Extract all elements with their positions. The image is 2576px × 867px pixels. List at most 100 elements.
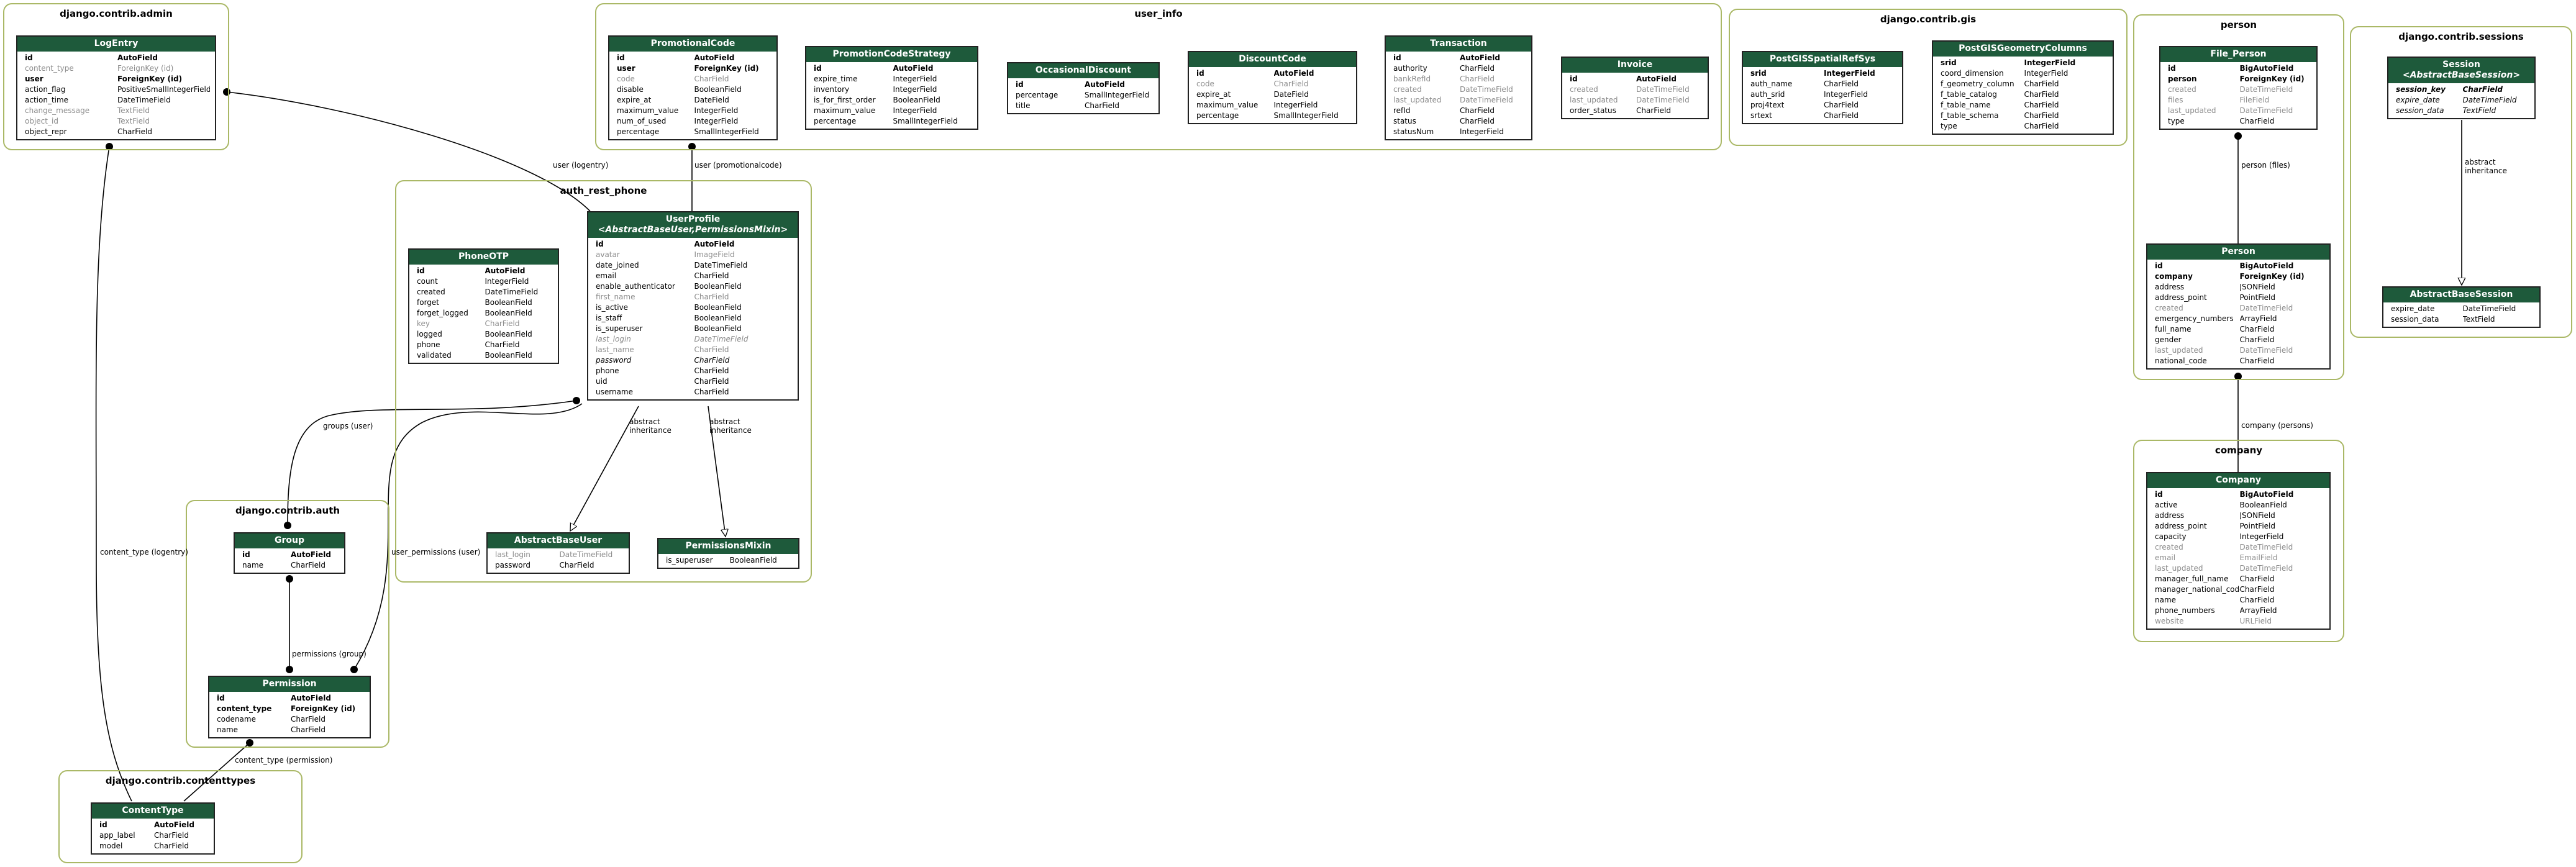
field-type: CharField <box>2024 122 2059 130</box>
field-name: company <box>2155 272 2193 281</box>
field-type: CharField <box>694 345 729 354</box>
field-name: password <box>596 356 632 365</box>
cluster-user-info: user_info <box>595 3 1722 150</box>
field-type: IntegerField <box>2024 69 2069 78</box>
field-type: CharField <box>2024 111 2059 120</box>
cluster-contenttypes-title: django.contrib.contenttypes <box>105 775 256 786</box>
field-type: IntegerField <box>694 106 739 115</box>
edge-content-type-permission-dot <box>246 739 253 747</box>
model-title: PromotionCodeStrategy <box>832 49 951 59</box>
field-name: refId <box>1393 106 1411 115</box>
field-name: srtext <box>1750 111 1772 120</box>
field-type: DateTimeField <box>1460 85 1513 94</box>
model-header: Permission <box>209 677 370 692</box>
field-name: maximum_value <box>617 106 679 115</box>
field-name: proj4text <box>1750 101 1785 109</box>
field-name: object_id <box>25 117 58 125</box>
edge-content-type-logentry-dot <box>106 143 113 150</box>
model-header: PromotionalCode <box>609 37 776 52</box>
field-row: first_name CharField <box>588 292 798 302</box>
field-type: AutoField <box>1085 80 1125 89</box>
field-name: f_table_catalog <box>1941 90 1997 99</box>
field-type: DateTimeField <box>2462 96 2517 104</box>
model-subtitle: <AbstractBaseSession> <box>2402 70 2521 80</box>
field-type: BooleanField <box>485 298 532 307</box>
field-type: DateTimeField <box>1636 96 1690 104</box>
field-name: key <box>417 319 430 328</box>
field-name: is_staff <box>596 314 622 322</box>
field-type: IntegerField <box>893 106 937 115</box>
field-type: BooleanField <box>2239 501 2287 509</box>
field-type: ArrayField <box>2239 314 2277 323</box>
field-name: phone_numbers <box>2155 606 2215 615</box>
field-name: id <box>217 694 225 702</box>
field-type: CharField <box>694 377 729 386</box>
field-name: app_label <box>99 831 135 840</box>
field-type: BooleanField <box>694 85 742 94</box>
field-name: coord_dimension <box>1941 69 2004 78</box>
field-name: bankRefId <box>1393 75 1431 83</box>
cluster-company: company <box>2133 440 2344 642</box>
field-type: CharField <box>291 561 325 570</box>
field-name: id <box>1016 80 1024 89</box>
field-name: national_code <box>2155 356 2207 365</box>
field-type: ImageField <box>694 250 735 259</box>
field-name: id <box>1196 69 1204 78</box>
cluster-contenttypes: django.contrib.contenttypes <box>58 770 303 863</box>
model-title: Group <box>274 535 304 545</box>
cluster-sessions: django.contrib.sessions <box>2350 26 2572 338</box>
cluster-auth: django.contrib.auth <box>186 500 389 748</box>
model-title: AbstractBaseSession <box>2410 289 2513 299</box>
field-type: AutoField <box>1460 53 1500 62</box>
field-type: CharField <box>694 293 729 301</box>
field-type: IntegerField <box>694 117 739 125</box>
field-name: model <box>99 842 123 850</box>
model-title: ContentType <box>122 806 184 815</box>
field-type: DateTimeField <box>1460 96 1513 104</box>
field-type: IntegerField <box>1824 69 1875 78</box>
field-name: is_active <box>596 303 629 312</box>
field-type: AutoField <box>291 550 331 559</box>
model-title: UserProfile <box>665 214 721 224</box>
field-type: AutoField <box>485 266 526 275</box>
field-type: CharField <box>1824 101 1859 109</box>
field-name: first_name <box>596 293 635 301</box>
edge-user-logentry <box>226 91 591 212</box>
field-type: TextField <box>2462 106 2496 115</box>
model-header: Transaction <box>1386 37 1531 52</box>
field-type: JSONField <box>2239 511 2275 520</box>
field-name: object_repr <box>25 127 67 136</box>
field-type: SmallIntegerField <box>893 117 958 125</box>
field-name: srid <box>1941 58 1957 67</box>
field-row: maximum_value IntegerField <box>609 106 776 116</box>
field-type: DateTimeField <box>694 261 748 270</box>
model-header: PromotionCodeStrategy <box>806 47 977 62</box>
